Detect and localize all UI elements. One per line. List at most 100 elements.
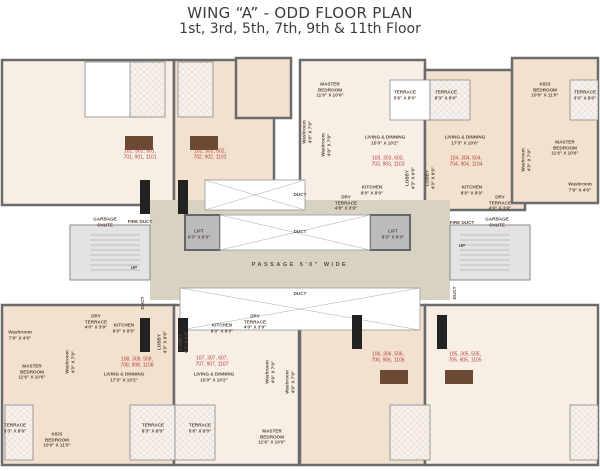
label-line: TERRACE	[488, 200, 512, 206]
label-line: 7'9" X 4'0"	[568, 187, 592, 192]
unit-102-bedroom	[234, 56, 293, 120]
label-line: DUCT	[293, 229, 307, 235]
label-line: LIFT	[194, 228, 204, 234]
label-line: FIRE DUCT	[449, 220, 475, 226]
label-line: TERRACE	[141, 422, 165, 428]
label-line: 10'0" X 11'0"	[531, 92, 559, 98]
duct-label: DUCT	[294, 229, 307, 235]
label-line: KITCHEN	[461, 184, 483, 190]
label-line: 8'3" X 6'3"	[381, 234, 405, 239]
label-line: 11'6" X 10'0"	[316, 92, 344, 98]
label-line: 104, 304, 504,	[450, 155, 482, 162]
label-line: MASTER	[555, 139, 575, 145]
unit-numbers-106: 106, 306, 506,706, 906, 1106	[372, 352, 405, 363]
unit-numbers-107: 107, 307, 507,707, 907, 1107	[196, 356, 229, 367]
label-line: 8'3" X 8'0"	[434, 95, 458, 100]
passage-label: PASSAGE 5'0" WIDE	[252, 263, 348, 269]
label-line: Washroom	[8, 329, 32, 335]
label-line: 17'3" X 10'0"	[451, 140, 479, 145]
duct-label: DUCT	[294, 192, 307, 198]
label-line: 4'0" X 7'0"	[270, 360, 275, 384]
label-line: BEDROOM	[552, 145, 577, 151]
label-line: TERRACE	[3, 422, 27, 428]
label-line: CHUTE	[489, 222, 505, 227]
label-line: DRY	[341, 194, 351, 200]
unit-numbers-103: 103, 303, 503,703, 903, 1103	[372, 156, 405, 167]
fire-duct-label: FIRE DUCT	[450, 220, 475, 226]
label-line: DUCT	[452, 286, 458, 300]
label-line: Washroom	[301, 120, 307, 144]
label-line: MASTER	[262, 428, 282, 434]
label-line: TERRACE	[188, 422, 212, 428]
label-line: 5'6" X 8'0"	[393, 95, 417, 100]
label-line: 101, 301, 501,	[124, 148, 156, 155]
label-line: 4'3" X 6'0"	[162, 330, 167, 354]
label-line: PASSAGE 5'0" WIDE	[251, 262, 349, 269]
label-line: Washroom	[520, 148, 526, 172]
label-line: MASTER	[22, 363, 42, 369]
label-line: 7'9" X 4'0"	[8, 335, 32, 340]
label-line: 4'0" X 3'9"	[488, 205, 512, 211]
unit-105	[423, 303, 600, 467]
label-line: 708, 908, 1108	[120, 362, 154, 368]
duct-label: DUCT	[452, 287, 458, 300]
label-line: 4'8" X 3'9"	[334, 205, 358, 211]
label-line: 11'6" X 10'6"	[551, 150, 579, 156]
plan-title: WING “A” - ODD FLOOR PLAN	[187, 4, 413, 22]
label-line: DRY	[91, 313, 101, 319]
label-line: TERRACE	[393, 89, 417, 95]
label-line: 3'3" X 8'0"	[3, 428, 27, 433]
label-line: 8'0" X 8'0"	[460, 190, 484, 195]
label-line: LOBBY	[177, 333, 183, 351]
label-line: LIVING & DINNING	[193, 371, 235, 377]
label-line: 702, 902, 1102	[193, 154, 227, 160]
label-line: 706, 906, 1106	[371, 357, 405, 363]
label-line: 4'3" X 7'0"	[526, 148, 531, 172]
label-line: LOBBY	[404, 169, 410, 187]
label-line: DRY	[250, 313, 260, 319]
label-line: BEDROOM	[317, 87, 342, 93]
fire-duct-label: FIRE DUCT	[128, 219, 153, 225]
label-line: Washroom	[320, 133, 326, 157]
unit-numbers-108: 108, 308, 508,708, 908, 1108	[121, 357, 154, 368]
label-line: KIDS	[539, 81, 551, 87]
label-line: Washroom	[264, 360, 270, 384]
label-line: 11'6" X 10'6"	[18, 374, 46, 380]
label-line: TERRACE	[334, 200, 358, 206]
label-line: DUCT	[293, 192, 307, 198]
label-line: 11'6" X 10'0"	[258, 439, 286, 445]
label-line: 6'3" X 6'3"	[187, 234, 211, 239]
label-line: BEDROOM	[44, 437, 69, 443]
duct-label: DUCT	[140, 297, 146, 310]
label-line: MASTER	[320, 81, 340, 87]
label-line: TERRACE	[84, 319, 108, 325]
label-line: DUCT	[293, 291, 307, 297]
label-line: Washroom	[284, 370, 290, 394]
label-line: KITCHEN	[113, 322, 135, 328]
label-line: 15'0" X 10'2"	[371, 140, 399, 145]
